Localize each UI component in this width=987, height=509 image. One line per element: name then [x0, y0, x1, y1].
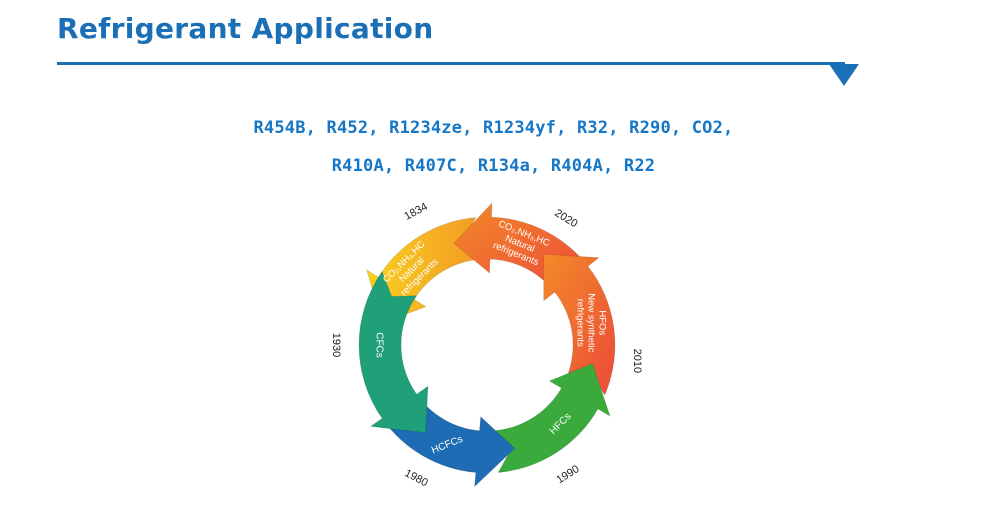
cycle-label-CFCs: CFCs — [374, 332, 385, 358]
cycle-arrow-HFOs — [543, 253, 616, 396]
year-label-2020: 2020 — [552, 207, 579, 230]
year-label-1930: 1930 — [330, 333, 342, 357]
title-underline — [57, 62, 845, 65]
cycle-arrow-HFCs — [493, 363, 611, 473]
refrigerant-list-line-1: R454B, R452, R1234ze, R1234yf, R32, R290… — [253, 118, 734, 138]
year-label-1834: 1834 — [402, 201, 429, 223]
cycle-label-HFOs: HFOsNew syntheticrefrigerants — [574, 293, 607, 352]
refrigerant-list-line-2: R410A, R407C, R134a, R404A, R22 — [331, 156, 656, 176]
cycle-arrow-CFCs — [358, 270, 429, 434]
year-label-2010: 2010 — [631, 349, 643, 373]
year-label-1990: 1990 — [554, 463, 581, 486]
year-label-1980: 1980 — [403, 467, 430, 489]
page-title: Refrigerant Application — [57, 12, 434, 45]
underline-triangle-marker — [829, 64, 859, 86]
